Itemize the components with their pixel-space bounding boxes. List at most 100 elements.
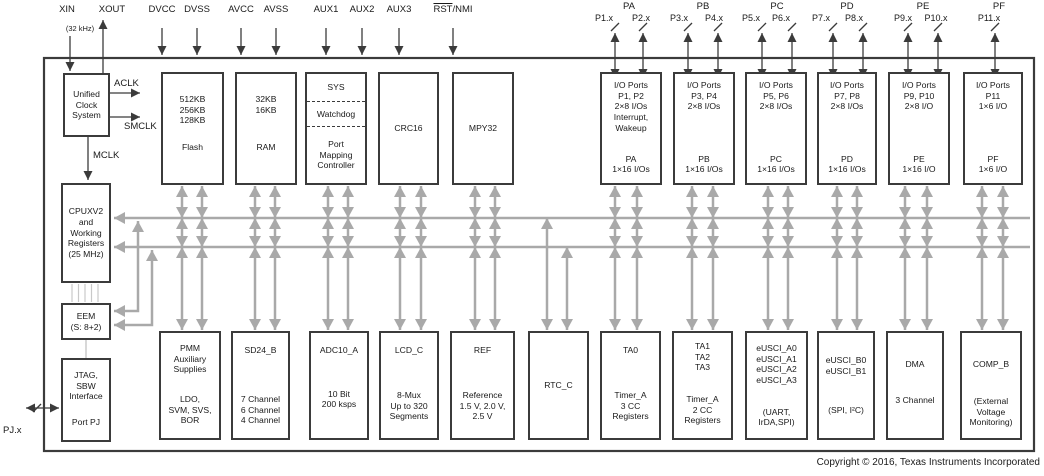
block-text-line: DMA <box>905 359 925 369</box>
block-text-line: PA <box>625 153 637 164</box>
block-text-line: P5, P6 <box>763 90 789 101</box>
block-text-line: 1×16 I/Os <box>828 164 866 175</box>
block-text-line: SBW <box>76 380 96 391</box>
block-text-line: Unified <box>73 89 100 100</box>
block-text-group: COMP_B <box>962 359 1020 370</box>
block-text-line: 16KB <box>255 104 277 115</box>
aux3-label: AUX3 <box>386 4 412 15</box>
rst-overline: RST <box>433 3 453 15</box>
block-text-line: SVM, SVS, <box>168 404 212 415</box>
block-text-line: Auxiliary <box>173 353 207 364</box>
block-text-line: PD <box>841 153 853 164</box>
block-text-line: 10 Bit <box>328 388 350 399</box>
block-text-line: Registers <box>684 415 721 426</box>
port-group-label: PC <box>770 1 784 12</box>
port-group-label: PA <box>623 1 635 12</box>
block-text-line: (UART, <box>762 406 791 417</box>
block-text-line: System <box>72 110 101 121</box>
block-text-line: Watchdog <box>316 108 356 119</box>
block-text-line: CPUXV2 <box>68 206 104 217</box>
block-text-group: TA0 <box>602 345 659 356</box>
block-text-line: Interrupt, <box>613 111 649 122</box>
block-text-group: EEM(S: 8+2) <box>63 311 109 332</box>
smclk-label: SMCLK <box>124 121 157 132</box>
dvss-label: DVSS <box>184 4 210 15</box>
aux2-label: AUX2 <box>349 4 375 15</box>
block-text-line: P11 <box>985 90 1001 101</box>
block-text-line: and <box>78 217 94 228</box>
block-text-line: 1×16 I/Os <box>612 164 650 175</box>
block-text-line: 32KB <box>255 94 277 104</box>
aclk-label: ACLK <box>114 78 139 89</box>
block-text-line: PE <box>913 153 925 164</box>
sys-section: SYS <box>307 74 365 101</box>
block-text-group: RTC_C <box>530 380 587 391</box>
block-text-line: 1×6 I/O <box>978 101 1008 112</box>
block-text-line: TA1 <box>694 341 711 351</box>
block-text-line: MPY32 <box>468 123 498 134</box>
port-group-label: PE <box>916 1 930 12</box>
block-text-line: ADC10_A <box>319 345 359 355</box>
block-text-line: eUSCI_A2 <box>756 364 797 375</box>
block-text-line: 7 Channel <box>240 394 281 405</box>
block-text-group: (UART,IrDA,SPI) <box>747 407 806 428</box>
block-text-line: 256KB <box>179 104 206 115</box>
block-text-line: LCD_C <box>394 345 424 355</box>
block-text-line: CRC16 <box>394 123 423 134</box>
block-text-line: Controller <box>317 160 355 171</box>
block-text-line: 200 ksps <box>321 399 357 410</box>
port-pin-label: P9.x <box>893 13 913 23</box>
block-text-line: SD24_B <box>244 345 277 355</box>
block-text-line: (External <box>973 396 1009 407</box>
avcc-label: AVCC <box>228 4 254 15</box>
block-text-line: 1×16 I/Os <box>685 164 723 175</box>
block-text-line: PMM <box>179 343 201 353</box>
block-text-line: JTAG, <box>74 370 98 380</box>
sys-section: Watchdog <box>307 101 365 126</box>
block-text-group: (SPI, I²C) <box>819 405 873 416</box>
block-text-group: Flash <box>163 142 222 153</box>
block-mpy: MPY32 <box>452 72 514 185</box>
block-text-line: COMP_B <box>972 359 1010 369</box>
block-text-line: Voltage <box>976 406 1006 417</box>
block-text-line: I/O Ports <box>687 80 721 90</box>
port-pin-label: P11.x <box>977 13 1001 23</box>
block-text-line: Supplies <box>173 364 207 375</box>
block-text-line: 2×8 I/Os <box>687 101 721 112</box>
block-text-line: 512KB <box>179 94 206 104</box>
block-text-line: Working <box>70 227 102 238</box>
block-text-line: TA2 <box>694 351 711 362</box>
block-text-group: MPY32 <box>454 123 512 134</box>
block-text-line: eUSCI_A1 <box>756 353 797 364</box>
block-text-line: 1×6 I/O <box>978 164 1008 175</box>
block-text-line: 2×8 I/O <box>904 101 934 112</box>
block-text-line: BOR <box>180 415 200 426</box>
block-text-line: 3 CC <box>620 400 641 411</box>
block-text-line: P1, P2 <box>618 90 644 101</box>
block-text-line: 2×8 I/Os <box>759 101 793 112</box>
